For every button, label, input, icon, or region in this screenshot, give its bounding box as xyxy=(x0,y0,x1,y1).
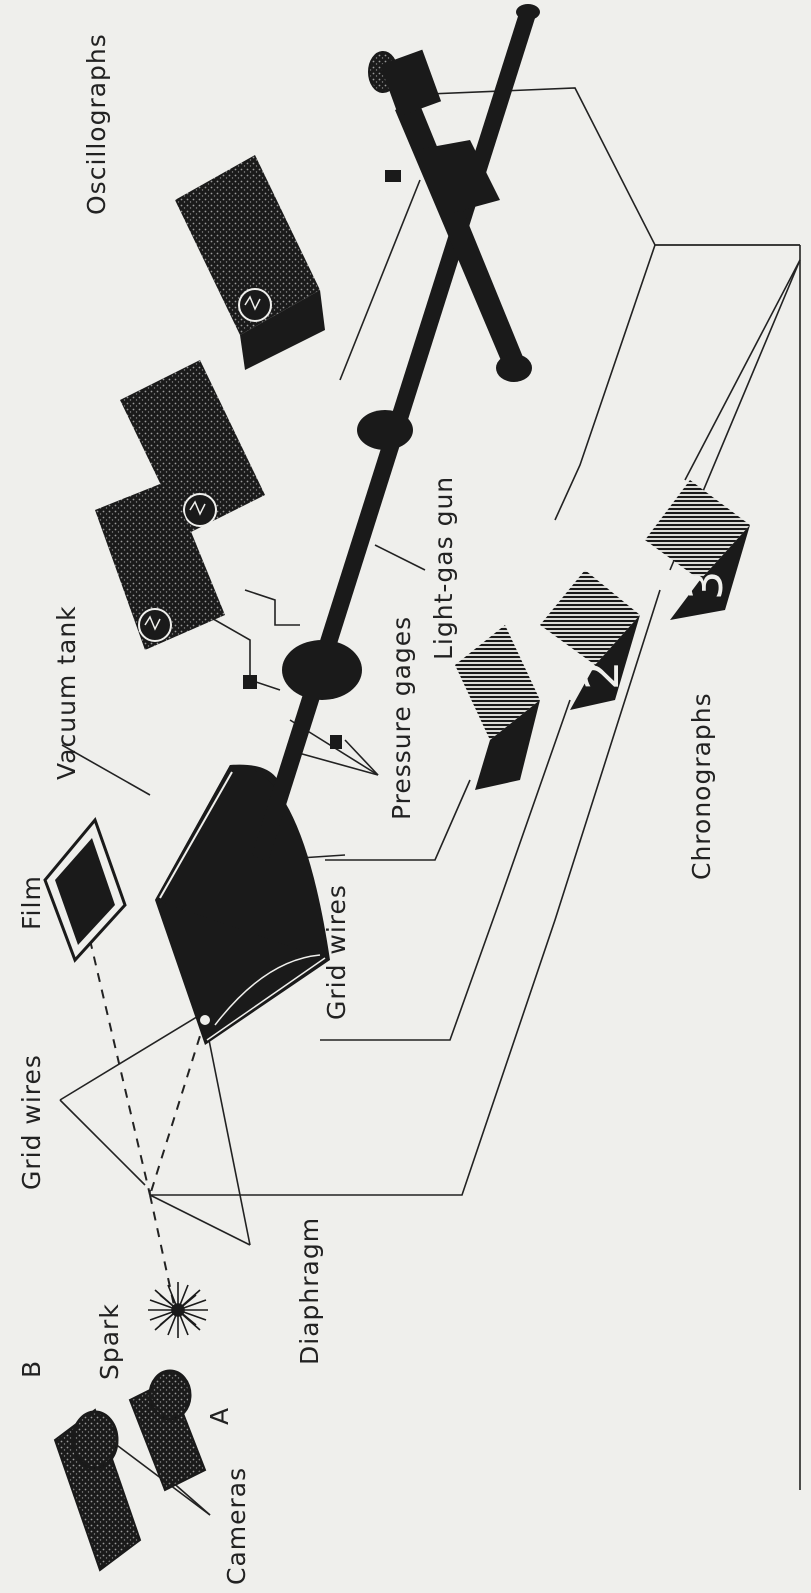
chronograph-2: 2 xyxy=(540,570,640,710)
label-grid-wires-left: Grid wires xyxy=(17,1054,46,1190)
label-camera-a: A xyxy=(205,1407,234,1425)
label-oscillographs: Oscillographs xyxy=(82,33,111,215)
chronograph-3-label: 3 xyxy=(679,571,733,600)
cameras xyxy=(53,1369,207,1572)
oscillograph-2 xyxy=(120,360,265,535)
camera-b xyxy=(53,1408,142,1572)
oscillograph-1 xyxy=(175,155,325,370)
label-film: Film xyxy=(17,875,46,930)
label-vacuum-tank: Vacuum tank xyxy=(52,605,81,780)
light-gas-gun xyxy=(243,4,540,862)
label-spark: Spark xyxy=(95,1303,124,1380)
label-pressure-gages: Pressure gages xyxy=(387,616,416,820)
label-camera-b: B xyxy=(17,1360,46,1378)
label-grid-wires-tank: Grid wires xyxy=(322,884,351,1020)
optical-path xyxy=(89,939,206,1311)
labels: Oscillographs Vacuum tank Pressure gages… xyxy=(17,33,716,1585)
chronograph-1: 1 xyxy=(442,625,540,790)
label-cameras: Cameras xyxy=(222,1467,251,1585)
chronograph-3: 3 xyxy=(645,480,750,620)
chronographs: 1 2 3 xyxy=(442,480,750,790)
wiring xyxy=(59,87,801,1516)
vacuum-tank xyxy=(155,764,330,1045)
oscillograph-3 xyxy=(95,480,225,650)
label-chronographs: Chronographs xyxy=(687,692,716,880)
oscillographs xyxy=(95,155,325,650)
label-light-gas-gun: Light-gas gun xyxy=(429,476,458,660)
diaphragm-window xyxy=(198,1013,212,1027)
label-diaphragm: Diaphragm xyxy=(295,1217,324,1365)
chronograph-1-label: 1 xyxy=(442,731,496,760)
film-plate xyxy=(43,817,127,963)
spark xyxy=(148,1282,208,1338)
chronograph-2-label: 2 xyxy=(575,661,629,690)
camera-a xyxy=(128,1369,207,1492)
